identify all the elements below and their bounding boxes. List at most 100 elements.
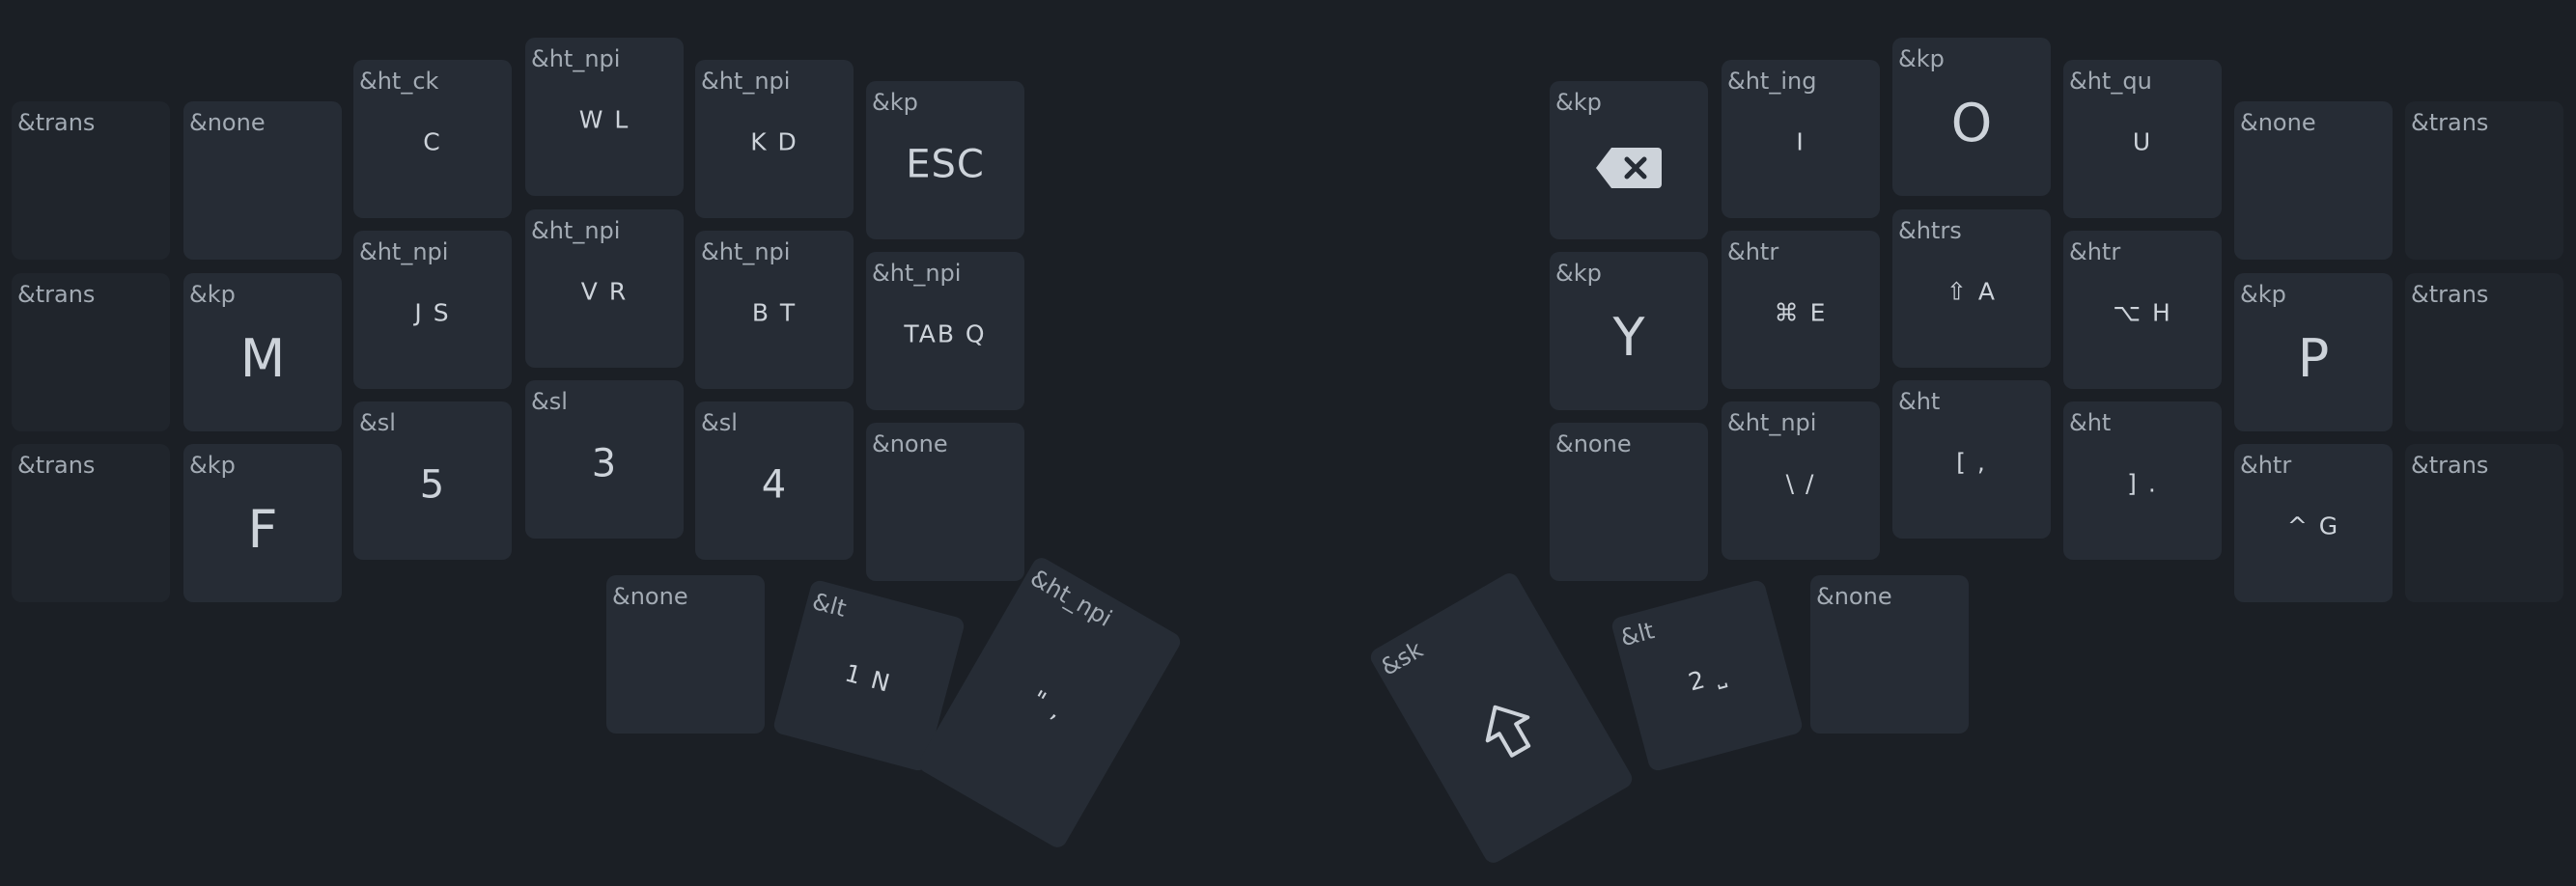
key-binding: &kp bbox=[1555, 260, 1602, 287]
key-binding: &trans bbox=[2411, 452, 2489, 479]
key-binding: &none bbox=[612, 583, 688, 610]
key-binding: &kp bbox=[872, 89, 918, 116]
key-legend: B T bbox=[751, 298, 798, 327]
key-binding: &ht_npi bbox=[701, 68, 791, 95]
key-binding: &none bbox=[872, 430, 948, 457]
key-legend: 2 ⎵ bbox=[1685, 659, 1730, 697]
key-binding: &trans bbox=[17, 281, 96, 308]
key-l-ring-bot: &sl 5 bbox=[353, 401, 512, 560]
key-binding: &ht_ing bbox=[1727, 68, 1817, 95]
key-legend: P bbox=[2297, 327, 2330, 389]
key-legend: ^ G bbox=[2286, 512, 2340, 540]
key-r-outer-top: &trans bbox=[2405, 101, 2563, 260]
key-binding: &kp bbox=[2240, 281, 2286, 308]
key-r-middle-top: &kp O bbox=[1892, 38, 2051, 196]
key-l-pinky-mid: &kp M bbox=[183, 273, 342, 431]
key-binding: &none bbox=[1816, 583, 1892, 610]
key-legend: M bbox=[239, 327, 286, 389]
key-l-middle-bot: &sl 3 bbox=[525, 380, 684, 539]
key-l-inner-bot: &none bbox=[866, 423, 1024, 581]
key-binding: &kp bbox=[1898, 45, 1945, 72]
key-legend: ] . bbox=[2127, 469, 2158, 498]
key-binding: &ht_npi bbox=[872, 260, 962, 287]
key-binding: &ht_npi bbox=[1727, 409, 1817, 436]
key-r-thumb-1: &sk bbox=[1367, 569, 1636, 867]
key-r-index-mid: &htr ⌘ E bbox=[1722, 231, 1880, 389]
key-l-pinky-top: &none bbox=[183, 101, 342, 260]
key-r-inner-top: &kp bbox=[1550, 81, 1708, 239]
key-legend: O bbox=[1950, 92, 1993, 153]
key-l-inner-mid: &ht_npi TAB Q bbox=[866, 252, 1024, 410]
key-l-outer-mid: &trans bbox=[12, 273, 170, 431]
key-r-ring-bot: &ht ] . bbox=[2063, 401, 2222, 560]
key-binding: &trans bbox=[2411, 109, 2489, 136]
key-r-pinky-mid: &kp P bbox=[2234, 273, 2393, 431]
key-legend: ⌘ E bbox=[1774, 298, 1828, 327]
key-legend: I bbox=[1796, 127, 1806, 156]
key-binding: &none bbox=[1555, 430, 1632, 457]
key-l-pinky-bot: &kp F bbox=[183, 444, 342, 602]
key-legend: TAB Q bbox=[904, 319, 987, 348]
key-legend: K D bbox=[750, 127, 798, 156]
key-r-index-bot: &ht_npi \ / bbox=[1722, 401, 1880, 560]
key-binding: &ht_npi bbox=[531, 45, 621, 72]
key-binding: &lt bbox=[1617, 617, 1658, 652]
key-l-thumb-3: &ht_npi " , bbox=[915, 554, 1184, 851]
key-legend: 1 N bbox=[842, 658, 895, 699]
key-l-middle-top: &ht_npi W L bbox=[525, 38, 684, 196]
key-r-outer-mid: &trans bbox=[2405, 273, 2563, 431]
key-legend: " , bbox=[1026, 684, 1070, 726]
key-binding: &trans bbox=[2411, 281, 2489, 308]
key-r-middle-bot: &ht [ , bbox=[1892, 380, 2051, 539]
key-binding: &sk bbox=[1376, 635, 1428, 681]
backspace-icon bbox=[1594, 146, 1664, 194]
key-l-outer-top: &trans bbox=[12, 101, 170, 260]
key-legend: 5 bbox=[419, 462, 446, 508]
key-binding: &ht_qu bbox=[2069, 68, 2152, 95]
key-l-thumb-1: &none bbox=[606, 575, 765, 734]
key-l-outer-bot: &trans bbox=[12, 444, 170, 602]
key-binding: &trans bbox=[17, 452, 96, 479]
key-legend: U bbox=[2132, 127, 2153, 156]
key-legend: W L bbox=[578, 105, 630, 134]
key-binding: &ht bbox=[2069, 409, 2112, 436]
key-l-middle-mid: &ht_npi V R bbox=[525, 209, 684, 368]
key-binding: &kp bbox=[189, 452, 236, 479]
key-r-thumb-2: &lt 2 ⎵ bbox=[1610, 578, 1805, 773]
key-r-inner-mid: &kp Y bbox=[1550, 252, 1708, 410]
key-r-inner-bot: &none bbox=[1550, 423, 1708, 581]
key-binding: &ht bbox=[1898, 388, 1941, 415]
key-legend: \ / bbox=[1785, 469, 1816, 498]
key-r-pinky-bot: &htr ^ G bbox=[2234, 444, 2393, 602]
key-r-ring-top: &ht_qu U bbox=[2063, 60, 2222, 218]
key-r-outer-bot: &trans bbox=[2405, 444, 2563, 602]
key-l-ring-top: &ht_ck C bbox=[353, 60, 512, 218]
key-legend: [ , bbox=[1956, 448, 1987, 477]
key-l-inner-top: &kp ESC bbox=[866, 81, 1024, 239]
key-binding: &lt bbox=[809, 587, 850, 623]
key-l-index-bot: &sl 4 bbox=[695, 401, 854, 560]
key-binding: &sl bbox=[531, 388, 568, 415]
key-legend: ⌥ H bbox=[2113, 298, 2172, 327]
key-binding: &none bbox=[2240, 109, 2316, 136]
key-binding: &kp bbox=[189, 281, 236, 308]
key-r-thumb-3: &none bbox=[1810, 575, 1969, 734]
key-r-middle-mid: &htrs ⇧ A bbox=[1892, 209, 2051, 368]
key-r-ring-mid: &htr ⌥ H bbox=[2063, 231, 2222, 389]
shift-arrow-icon bbox=[1470, 690, 1547, 770]
key-l-ring-mid: &ht_npi J S bbox=[353, 231, 512, 389]
key-binding: &ht_npi bbox=[531, 217, 621, 244]
key-legend: F bbox=[247, 498, 278, 560]
key-r-index-top: &ht_ing I bbox=[1722, 60, 1880, 218]
key-binding: &trans bbox=[17, 109, 96, 136]
key-binding: &ht_npi bbox=[701, 238, 791, 265]
key-legend: V R bbox=[580, 277, 629, 306]
key-r-pinky-top: &none bbox=[2234, 101, 2393, 260]
key-binding: &ht_ck bbox=[359, 68, 439, 95]
key-legend: C bbox=[423, 127, 442, 156]
key-binding: &htrs bbox=[1898, 217, 1962, 244]
key-binding: &sl bbox=[359, 409, 396, 436]
key-binding: &sl bbox=[701, 409, 738, 436]
key-l-index-mid: &ht_npi B T bbox=[695, 231, 854, 389]
